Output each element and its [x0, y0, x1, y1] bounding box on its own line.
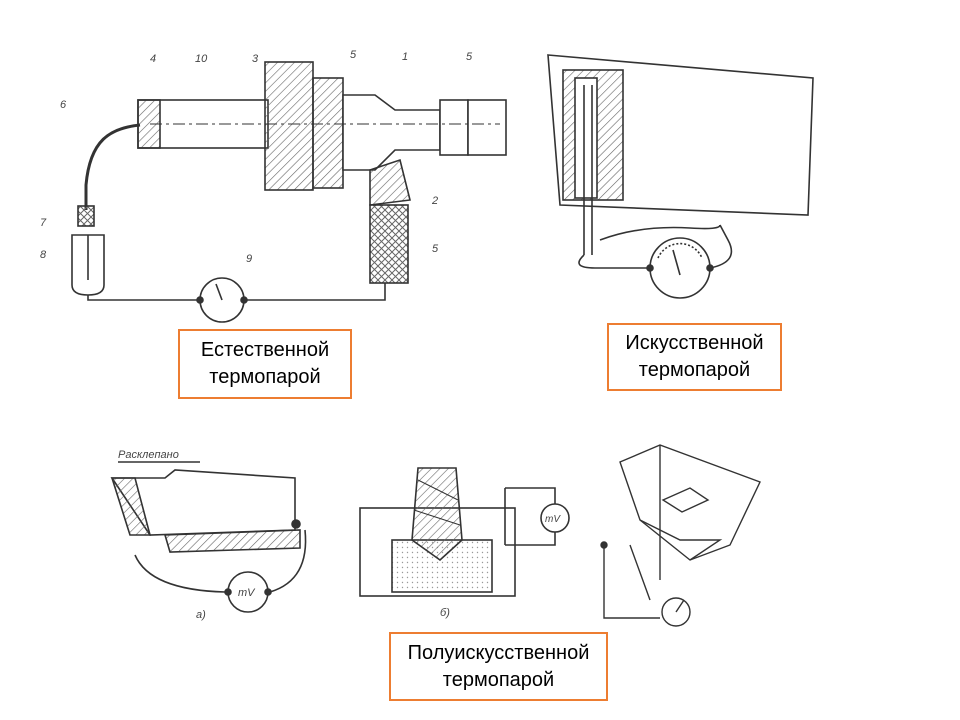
svg-text:1: 1: [402, 51, 408, 63]
caption-semi-line-2: термопарой: [442, 668, 555, 691]
caption-artificial-line-2: термопарой: [638, 359, 751, 381]
natural-thermocouple-figure: [71, 61, 507, 323]
svg-text:4: 4: [150, 53, 156, 65]
semi-thermocouple-figure-c: [600, 444, 761, 627]
artificial-thermocouple-figure: [547, 54, 814, 299]
caption-artificial-thermocouple: Искусственной термопарой: [607, 323, 782, 391]
svg-text:5: 5: [350, 49, 357, 61]
caption-natural-line-2: термопарой: [209, 366, 321, 388]
semi-a-meter-label: mV: [238, 587, 256, 599]
svg-text:2: 2: [431, 195, 438, 207]
caption-semi-line-1: Полуискусственной: [407, 641, 590, 664]
svg-text:5: 5: [432, 243, 439, 255]
svg-text:6: 6: [60, 99, 67, 111]
svg-text:9: 9: [246, 253, 252, 265]
semi-a-note: Расклепано: [118, 449, 179, 461]
svg-text:7: 7: [40, 217, 47, 229]
caption-semi-artificial-thermocouple: Полуискусственной термопарой: [389, 632, 608, 701]
natural-part-numbers: 4 10 3 5 1 5 6 7 8 9 2 5: [40, 49, 473, 265]
semi-a-caption: а): [196, 609, 206, 621]
svg-text:5: 5: [466, 51, 473, 63]
caption-natural-line-1: Естественной: [200, 339, 330, 361]
semi-thermocouple-figure-b: [359, 467, 570, 597]
svg-text:10: 10: [195, 53, 208, 65]
svg-text:3: 3: [252, 53, 259, 65]
caption-artificial-line-1: Искусственной: [625, 332, 764, 354]
caption-natural-thermocouple: Естественной термопарой: [178, 329, 352, 399]
semi-b-meter-label: mV: [545, 514, 561, 525]
semi-thermocouple-figure-a: [110, 461, 307, 613]
semi-b-caption: б): [440, 607, 450, 619]
svg-text:8: 8: [40, 249, 47, 261]
